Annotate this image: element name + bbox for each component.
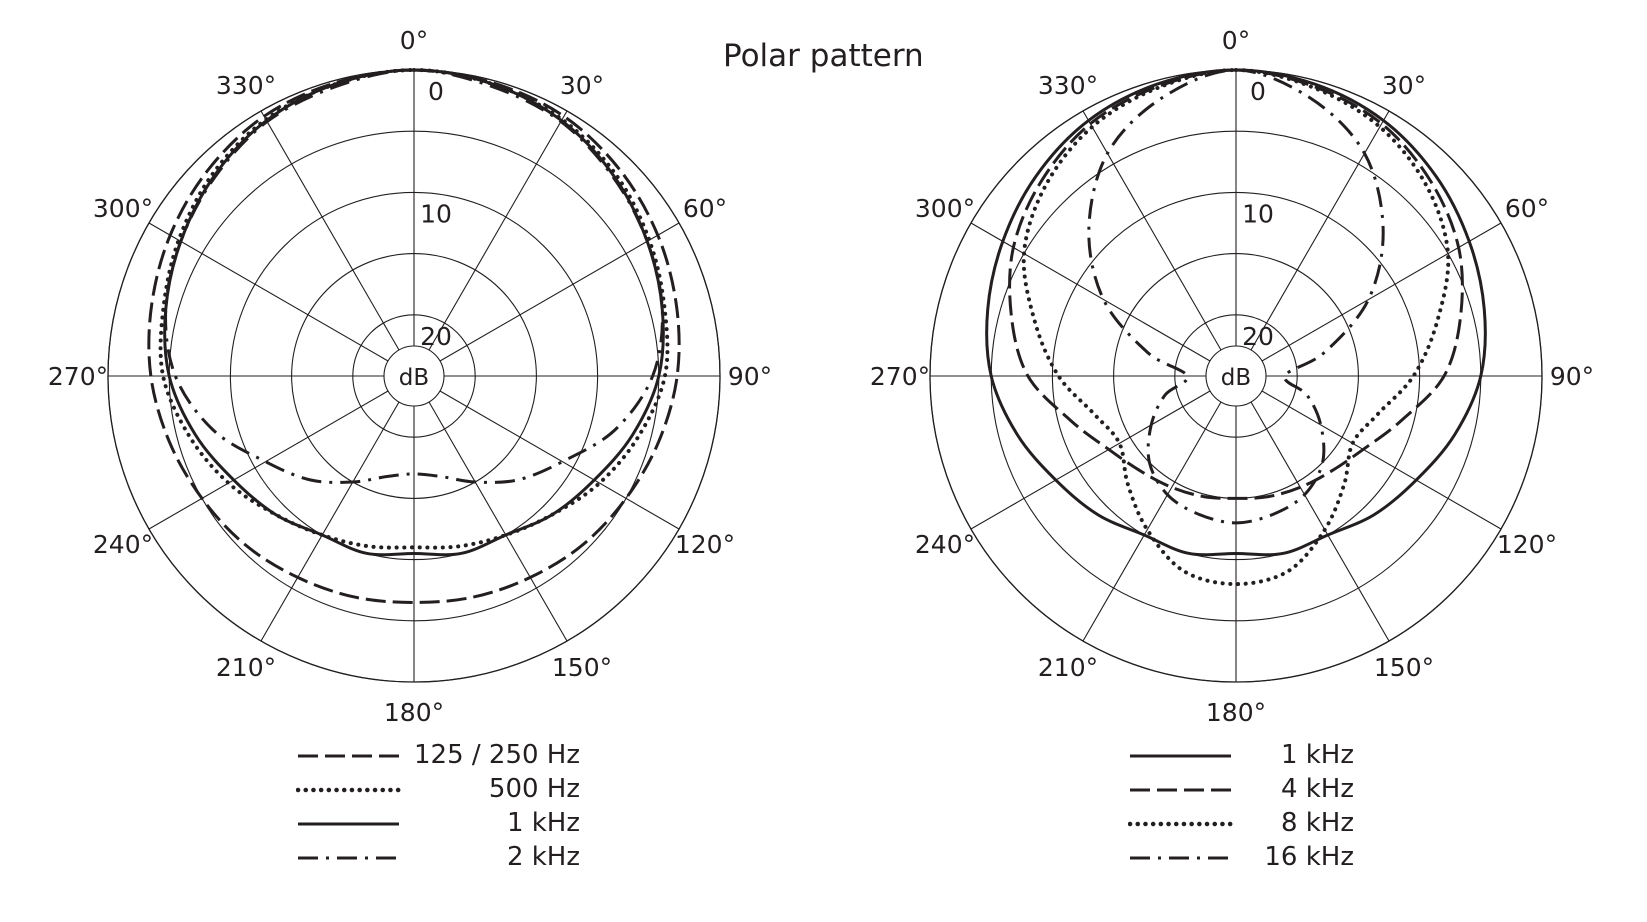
angle-tick-label: 30°	[560, 71, 604, 100]
angle-tick-label: 180°	[384, 698, 444, 727]
grid-spoke	[148, 222, 389, 362]
legend-swatch	[298, 856, 399, 860]
legend-swatch	[1130, 788, 1231, 792]
angle-tick-label: 270°	[870, 362, 930, 391]
angle-tick-label: 210°	[216, 653, 276, 682]
angle-tick-label: 240°	[915, 530, 975, 559]
polar-chart-2: 0° 30° 60° 90° 120° 150° 180° 210° 240° 270° 300° 3…	[870, 26, 1594, 727]
legend-item: 4 kHz	[1128, 774, 1354, 808]
angle-tick-label: 60°	[683, 194, 727, 223]
radial-unit-label: dB	[1221, 365, 1251, 391]
grid-spoke	[428, 401, 568, 642]
angle-tick-label: 120°	[675, 530, 735, 559]
legend-label: 16 kHz	[1264, 842, 1354, 872]
grid-spoke	[439, 222, 680, 362]
legend-label: 125 / 250 Hz	[413, 740, 580, 770]
radial-tick-label: 10	[420, 199, 452, 228]
angle-tick-label: 330°	[216, 71, 276, 100]
grid-spoke	[970, 222, 1211, 362]
legend-label: 500 Hz	[488, 774, 580, 804]
legend-item: 1 kHz	[1128, 740, 1354, 774]
legend-item: 500 Hz	[296, 774, 580, 808]
legend-swatch	[296, 787, 401, 793]
grid-spoke	[428, 110, 568, 351]
radial-tick-label: 0	[428, 77, 444, 106]
legend-item: 125 / 250 Hz	[296, 740, 580, 774]
series-line-1-khz	[985, 68, 1487, 557]
polar-chart-1: 0° 30° 60° 90° 120° 150° 180° 210° 240° 270° 300° 3…	[48, 26, 772, 727]
series-line-8-khz	[1021, 68, 1451, 587]
angle-tick-label: 210°	[1038, 653, 1098, 682]
legend-swatch	[1130, 754, 1231, 758]
legend-label: 2 kHz	[506, 842, 580, 872]
legend-swatch	[1128, 821, 1233, 827]
legend-item: 1 kHz	[296, 808, 580, 842]
grid-spoke	[970, 390, 1211, 530]
grid-spoke	[1261, 390, 1502, 530]
angle-tick-label: 60°	[1505, 194, 1549, 223]
radial-unit-label: dB	[399, 365, 429, 391]
series-line-4-khz	[1008, 68, 1464, 500]
grid-spoke	[260, 401, 400, 642]
radial-tick-label: 20	[1242, 322, 1274, 351]
angle-tick-label: 300°	[915, 194, 975, 223]
legend-label: 1 kHz	[1280, 740, 1354, 770]
angle-tick-label: 270°	[48, 362, 108, 391]
angle-tick-label: 330°	[1038, 71, 1098, 100]
legend-left: 125 / 250 Hz 500 Hz 1 kHz 2 kHz	[296, 740, 580, 876]
angle-tick-label: 240°	[93, 530, 153, 559]
angle-tick-label: 300°	[93, 194, 153, 223]
legend-swatch	[1130, 856, 1231, 860]
legend-label: 4 kHz	[1280, 774, 1354, 804]
grid-spoke	[1250, 110, 1390, 351]
grid-spoke	[1082, 110, 1222, 351]
grid-spoke	[1250, 401, 1390, 642]
radial-tick-label: 0	[1250, 77, 1266, 106]
grid-spoke	[1261, 222, 1502, 362]
angle-tick-label: 180°	[1206, 698, 1266, 727]
angle-tick-label: 150°	[552, 653, 612, 682]
grid-spoke	[1082, 401, 1222, 642]
legend-label: 1 kHz	[506, 808, 580, 838]
angle-tick-label: 120°	[1497, 530, 1557, 559]
series-line-2-khz	[164, 68, 664, 484]
legend-item: 2 kHz	[296, 842, 580, 876]
legend-label: 8 kHz	[1280, 808, 1354, 838]
legend-swatch	[298, 822, 399, 826]
series-line-125-250-hz	[147, 68, 681, 604]
grid-spoke	[260, 110, 400, 351]
radial-tick-label: 20	[420, 322, 452, 351]
grid-spoke	[148, 390, 389, 530]
angle-tick-label: 150°	[1374, 653, 1434, 682]
legend-item: 16 kHz	[1128, 842, 1354, 876]
legend-swatch	[298, 754, 399, 758]
grid-spoke	[439, 390, 680, 530]
legend-item: 8 kHz	[1128, 808, 1354, 842]
angle-tick-label: 90°	[1550, 362, 1594, 391]
angle-tick-label: 30°	[1382, 71, 1426, 100]
chart-title: Polar pattern	[723, 38, 924, 74]
angle-tick-label: 0°	[400, 26, 428, 55]
angle-tick-label: 90°	[728, 362, 772, 391]
series-line-500-hz	[158, 68, 670, 550]
series-line-16-khz	[1087, 68, 1385, 525]
radial-tick-label: 10	[1242, 199, 1274, 228]
legend-right: 1 kHz 4 kHz 8 kHz 16 kHz	[1128, 740, 1354, 876]
angle-tick-label: 0°	[1222, 26, 1250, 55]
